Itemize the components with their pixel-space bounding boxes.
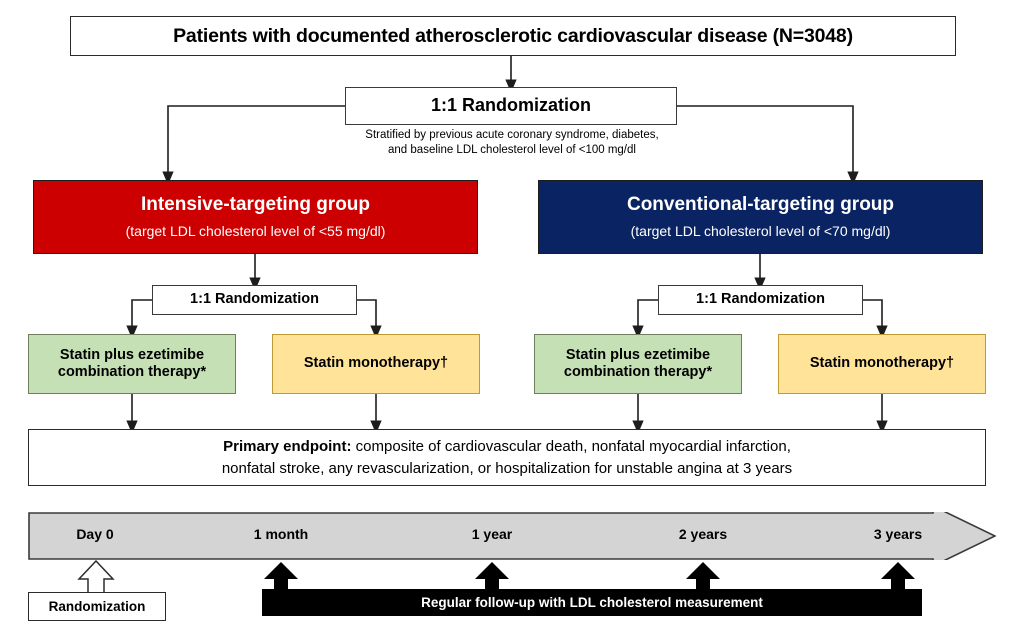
conventional-group-target: (target LDL cholesterol level of <70 mg/…	[630, 223, 891, 240]
therapy-box-intensive-monotherapy: Statin monotherapy†	[272, 334, 480, 394]
therapy-box-intensive-combination: Statin plus ezetimibe combination therap…	[28, 334, 236, 394]
followup-tick-2-years	[686, 562, 720, 596]
primary-endpoint-box: Primary endpoint: composite of cardiovas…	[28, 429, 986, 486]
timeline-label-day-0: Day 0	[76, 526, 114, 542]
intensive-group-title: Intensive-targeting group	[140, 194, 371, 216]
followup-tick-3-years	[881, 562, 915, 596]
primary-endpoint-line-2: nonfatal stroke, any revascularization, …	[221, 459, 793, 477]
timeline-label-3-years: 3 years	[873, 526, 923, 542]
followup-bar: Regular follow-up with LDL cholesterol m…	[262, 589, 922, 616]
randomization-timepoint-tag: Randomization	[28, 592, 166, 621]
conventional-targeting-group-box: Conventional-targeting group (target LDL…	[538, 180, 983, 254]
secondary-randomization-left-label: 1:1 Randomization	[190, 291, 319, 308]
therapy-4-line-1: Statin monotherapy†	[809, 355, 955, 372]
therapy-3-line-1: Statin plus ezetimibe	[565, 346, 711, 363]
timeline-label-1-year: 1 year	[471, 526, 513, 542]
primary-randomization-label: 1:1 Randomization	[430, 95, 591, 116]
timeline-label-2-years: 2 years	[678, 526, 728, 542]
followup-tick-1-month	[264, 562, 298, 596]
stratification-line-1: Stratified by previous acute coronary sy…	[365, 129, 659, 141]
therapy-2-line-1: Statin monotherapy†	[303, 355, 449, 372]
therapy-box-conventional-combination: Statin plus ezetimibe combination therap…	[534, 334, 742, 394]
followup-bar-label: Regular follow-up with LDL cholesterol m…	[421, 595, 763, 610]
timeline-arrow-shape	[28, 512, 996, 560]
study-timeline	[28, 512, 996, 560]
secondary-randomization-box-right: 1:1 Randomization	[658, 285, 863, 315]
primary-endpoint-label: Primary endpoint:	[223, 437, 352, 455]
primary-endpoint-text-1: composite of cardiovascular death, nonfa…	[351, 437, 791, 455]
followup-tick-1-year	[475, 562, 509, 596]
study-population-label: Patients with documented atherosclerotic…	[173, 24, 853, 47]
timeline-label-1-month: 1 month	[253, 526, 309, 542]
therapy-1-line-2: combination therapy*	[57, 364, 207, 380]
primary-randomization-box: 1:1 Randomization	[345, 87, 677, 125]
study-population-box: Patients with documented atherosclerotic…	[70, 16, 956, 56]
randomization-pointer-arrow	[77, 560, 115, 596]
secondary-randomization-box-left: 1:1 Randomization	[152, 285, 357, 315]
primary-endpoint-line-1: Primary endpoint: composite of cardiovas…	[223, 436, 791, 458]
therapy-box-conventional-monotherapy: Statin monotherapy†	[778, 334, 986, 394]
therapy-1-line-1: Statin plus ezetimibe	[59, 346, 205, 363]
intensive-group-target: (target LDL cholesterol level of <55 mg/…	[125, 223, 386, 240]
stratification-line-2: and baseline LDL cholesterol level of <1…	[388, 143, 636, 156]
secondary-randomization-right-label: 1:1 Randomization	[696, 291, 825, 308]
therapy-3-line-2: combination therapy*	[563, 364, 713, 380]
randomization-tag-label: Randomization	[48, 599, 146, 614]
stratification-note: Stratified by previous acute coronary sy…	[310, 128, 714, 158]
intensive-targeting-group-box: Intensive-targeting group (target LDL ch…	[33, 180, 478, 254]
conventional-group-title: Conventional-targeting group	[626, 194, 895, 216]
